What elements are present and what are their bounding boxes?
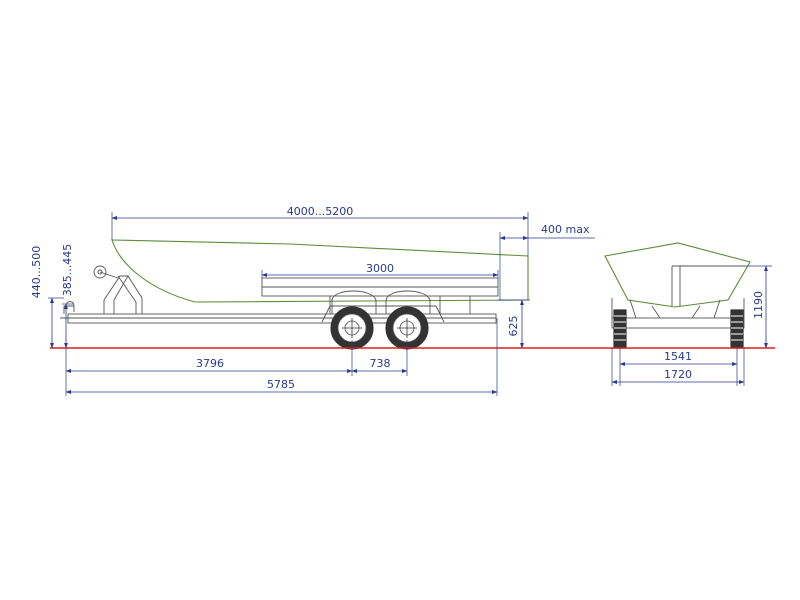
boat-length-ext: [111, 212, 529, 256]
boat-hull-side: [111, 239, 529, 303]
winch-icon: [93, 265, 107, 279]
overall-width-label: 1720: [664, 368, 692, 381]
suspension-right: [385, 290, 431, 314]
axle-spacing-label: 738: [370, 357, 391, 370]
bunk-length-label: 3000: [366, 262, 394, 275]
winch-arm: [99, 271, 119, 279]
track-width-label: 1541: [664, 350, 692, 363]
rear-axle-beam: [611, 317, 745, 329]
fender: [321, 305, 445, 323]
winch-height-min-label: 385...445: [61, 244, 74, 296]
overhang-label: 400 max: [541, 223, 590, 236]
rear-view: [604, 242, 751, 349]
rear-supports: [611, 298, 745, 319]
winch-hub: [97, 269, 103, 275]
bunk-height-label: 625: [507, 316, 520, 337]
wheel-rear: [385, 306, 429, 350]
winch-post: [93, 265, 143, 314]
rear-wheel-right: [730, 309, 744, 349]
width-ext-lines: [611, 348, 745, 386]
bunk-supports: [329, 296, 471, 314]
overall-length-label: 5785: [267, 378, 295, 391]
boat-hull-rear: [604, 242, 751, 308]
rear-wheel-left: [613, 309, 627, 349]
rear-keel-post: [671, 265, 745, 306]
suspension-left: [331, 290, 377, 314]
wheel-front: [330, 306, 374, 350]
side-view: [60, 239, 529, 350]
tow-to-axle-label: 3796: [196, 357, 224, 370]
overall-height-label: 1190: [752, 291, 765, 319]
boat-length-label: 4000...5200: [287, 205, 353, 218]
dimensions: 4000...5200 400 max 3000 440...500 385..…: [30, 205, 772, 396]
winch-height-max-label: 440...500: [30, 246, 43, 298]
main-frame-beam: [67, 313, 497, 324]
